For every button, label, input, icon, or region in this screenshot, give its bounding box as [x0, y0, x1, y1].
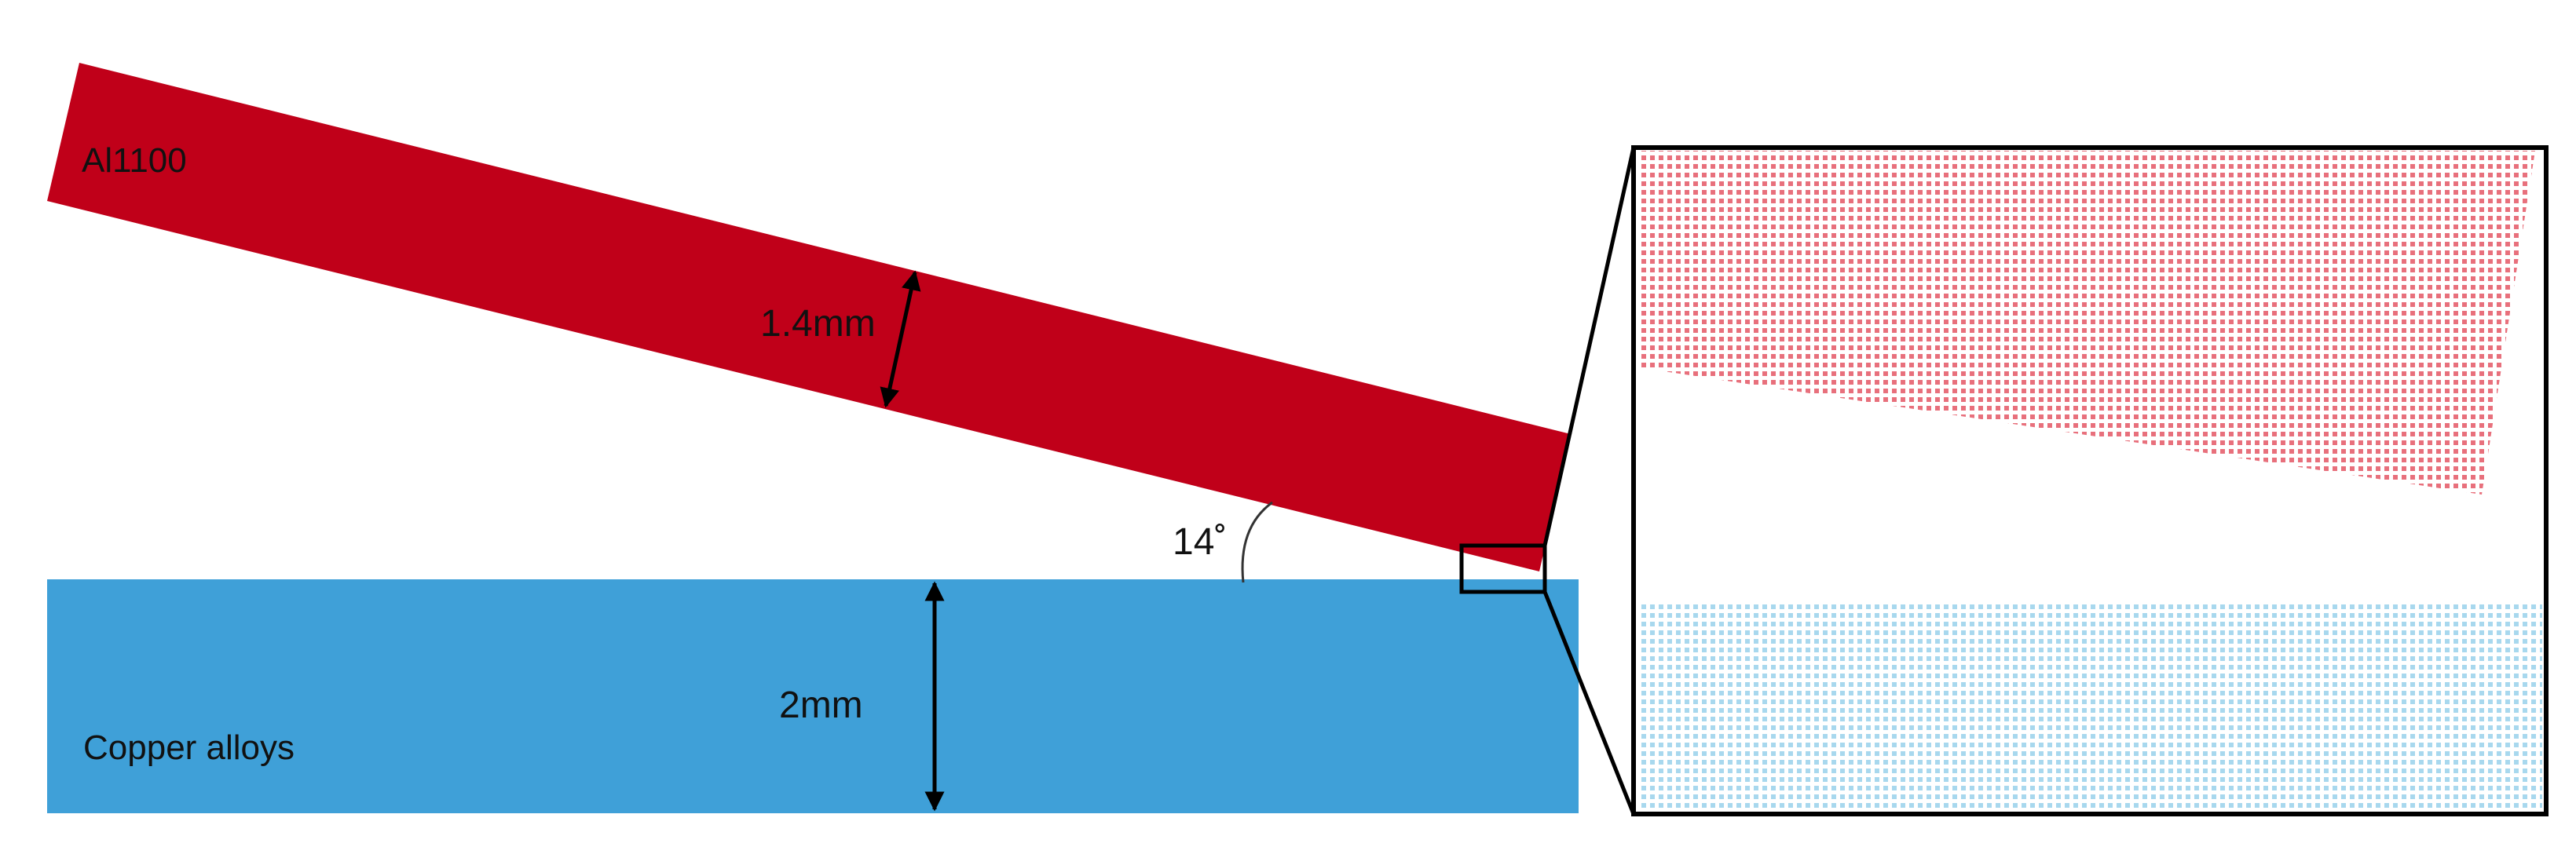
bottom-thickness-label: 2mm	[779, 685, 863, 726]
angle-arc	[1241, 501, 1273, 583]
magnified-copper-mesh	[1637, 603, 2542, 811]
copper-alloys-label: Copper alloys	[83, 728, 295, 767]
top-thickness-label: 1.4mm	[760, 303, 876, 345]
angle-label: 14˚	[1173, 521, 1227, 563]
copper-alloy-plate	[47, 579, 1579, 813]
zoom-connector-top	[1542, 147, 1636, 546]
top-thickness-arrow	[880, 270, 921, 408]
magnified-view	[1631, 145, 2549, 816]
zoom-selection-box	[1459, 543, 1547, 594]
magnified-view-frame	[1631, 145, 2549, 816]
al1100-label: Al1100	[82, 141, 187, 180]
zoom-connector-bottom	[1542, 591, 1636, 815]
magnified-al1100-mesh	[1637, 151, 2535, 495]
al1100-plate	[47, 63, 1571, 571]
